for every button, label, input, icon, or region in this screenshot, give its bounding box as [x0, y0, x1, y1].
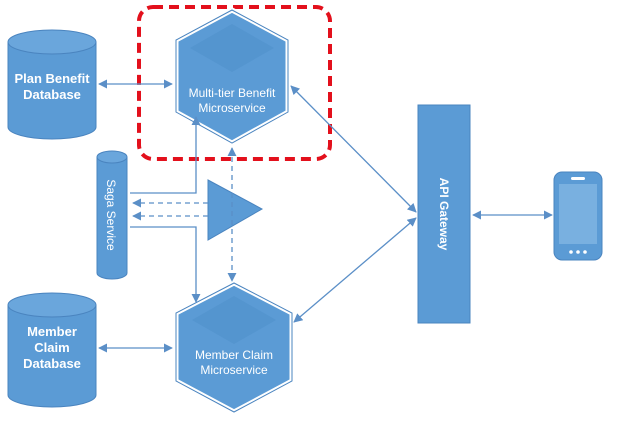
- conn-claim-gateway: [293, 217, 417, 323]
- claim-ms-label-1: Member Claim: [195, 348, 273, 362]
- saga-service-label: Saga Service: [104, 179, 118, 251]
- conn-saga-claim: [130, 226, 201, 303]
- claim-microservice[interactable]: Member Claim Microservice: [173, 280, 295, 415]
- member-db-label-2: Claim: [34, 340, 69, 355]
- plan-db-label-1: Plan Benefit: [14, 71, 90, 86]
- member-db-label-3: Database: [23, 356, 81, 371]
- benefit-ms-label-1: Multi-tier Benefit: [189, 86, 276, 100]
- plan-benefit-database[interactable]: Plan Benefit Database: [7, 29, 97, 140]
- conn-saga-benefit: [130, 116, 201, 194]
- benefit-microservice[interactable]: Multi-tier Benefit Microservice: [173, 7, 291, 146]
- saga-service[interactable]: Saga Service: [96, 150, 128, 280]
- member-claim-database[interactable]: Member Claim Database: [7, 292, 97, 408]
- triangle-router-icon: [207, 179, 264, 241]
- mobile-phone-icon[interactable]: [553, 171, 603, 261]
- plan-db-label-2: Database: [23, 87, 81, 102]
- conn-benefit-gateway: [290, 85, 417, 213]
- api-gateway-label: API Gateway: [437, 178, 451, 251]
- benefit-ms-label-2: Microservice: [198, 101, 266, 115]
- claim-ms-label-2: Microservice: [200, 363, 268, 377]
- member-db-label-1: Member: [27, 324, 77, 339]
- api-gateway[interactable]: API Gateway: [417, 104, 471, 324]
